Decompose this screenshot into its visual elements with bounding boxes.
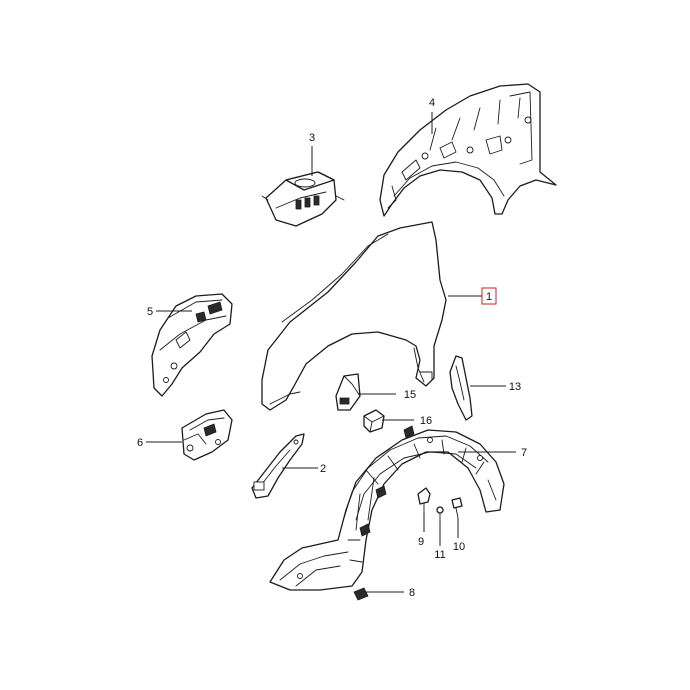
part-1-front-fender: [261, 221, 447, 411]
leader-lines: [146, 112, 516, 593]
callout-11: 11: [434, 549, 445, 561]
callout-5: 5: [147, 306, 153, 318]
part-4-fender-apron: [379, 83, 557, 217]
part-9-clip-fastener: [417, 487, 431, 513]
part-7-wheel-liner: [269, 425, 505, 591]
part-6-bracket: [181, 409, 233, 461]
callout-10: 10: [453, 541, 465, 553]
part-13-seal: [449, 355, 473, 421]
part-5-bracket: [151, 293, 233, 397]
part-3-bracket: [261, 171, 345, 227]
callout-15: 15: [404, 389, 416, 401]
callout-13: 13: [509, 381, 521, 393]
callout-2: 2: [320, 463, 326, 475]
part-15-clip: [335, 373, 361, 411]
callout-6: 6: [137, 437, 143, 449]
callout-7: 7: [521, 447, 527, 459]
part-11-screw: [436, 506, 444, 523]
callout-9: 9: [418, 536, 424, 548]
part-8-clip: [353, 587, 369, 601]
part-16-clip: [363, 409, 385, 433]
callout-3: 3: [309, 132, 315, 144]
callout-labels: 4 3 1 5 6 2 15 16 13 7 8 9 11 10: [137, 97, 527, 599]
part-10-bolt: [451, 497, 463, 519]
callout-16: 16: [420, 415, 432, 427]
callout-1: 1: [486, 291, 492, 303]
callout-8: 8: [409, 587, 415, 599]
part-2-bracket: [251, 433, 305, 499]
callout-1-highlight-box: [481, 287, 497, 305]
callout-4: 4: [429, 97, 435, 109]
